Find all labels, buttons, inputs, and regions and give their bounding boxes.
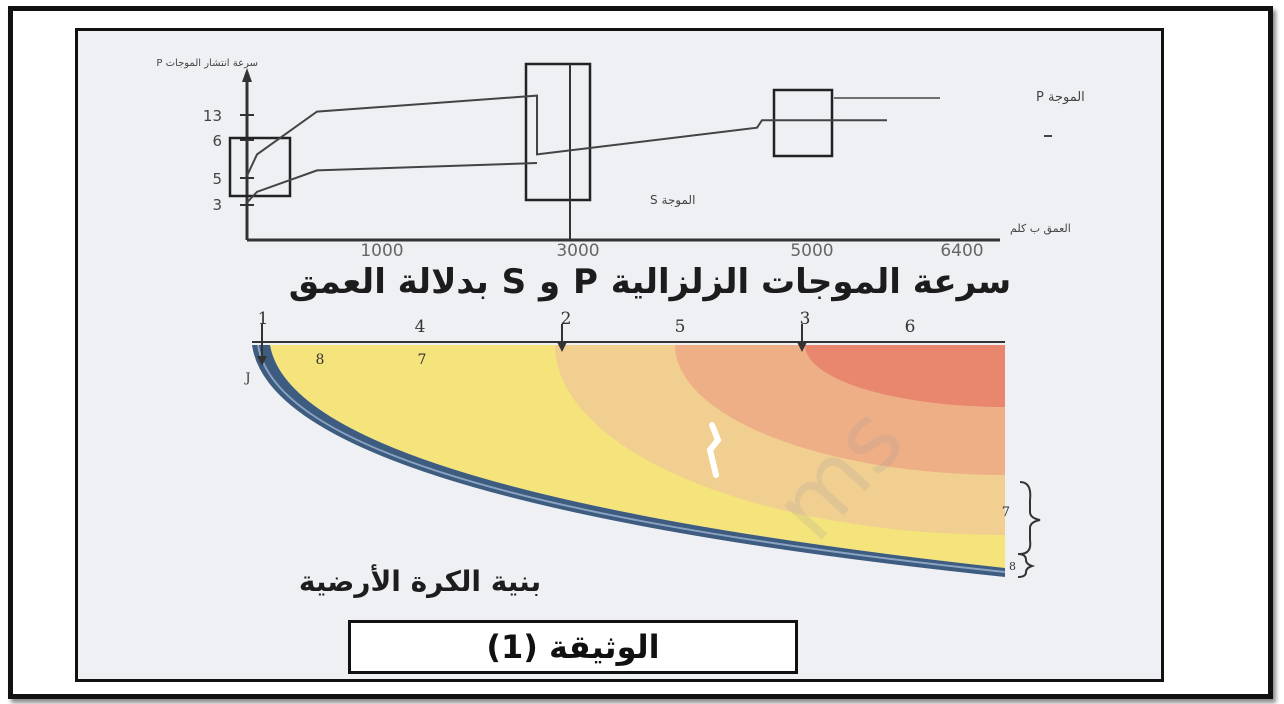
seismic-velocity-chart: 13 6 5 3 1000 3000 5000 6400 سرعة انتشار… (156, 58, 1085, 261)
arrow-3-head-icon (797, 342, 807, 352)
top-label: 6 (905, 317, 916, 337)
y-tick-label: 3 (212, 196, 222, 214)
brace-crust (1017, 553, 1036, 578)
top-label: 1 (258, 309, 269, 329)
x-tick-label: 3000 (556, 241, 599, 261)
layer-label: 8 (316, 352, 325, 368)
brace-label: 8 (1009, 560, 1016, 573)
document-label-box: الوثيقة (1) (348, 620, 798, 674)
y-axis-arrow-icon (242, 68, 252, 82)
series-label-s: الموجة S (650, 193, 695, 208)
zone-box-crust (228, 136, 292, 198)
x-axis-label: العمق ب كلم (1010, 222, 1071, 236)
earth-structure-section: 1 4 2 5 3 6 8 7 J 7 8 (243, 309, 1041, 578)
series-line-p (246, 94, 887, 177)
top-label: 3 (800, 309, 811, 329)
series-line-s (246, 162, 538, 204)
arrow-2-head-icon (557, 342, 567, 352)
crust-highlight (257, 344, 1006, 573)
layer-inner-core (805, 345, 1005, 407)
brace-label: 7 (1002, 505, 1010, 520)
y-tick-label: 6 (212, 132, 222, 150)
x-tick-label: 1000 (360, 241, 403, 261)
zone-box-core-mantle (524, 62, 592, 202)
layer-label: 7 (418, 352, 427, 368)
brace-mantle (1019, 481, 1041, 555)
layer-crust (252, 345, 1005, 577)
y-tick-label: 5 (212, 170, 222, 188)
x-tick-label: 5000 (790, 241, 833, 261)
zone-box-inner-core (772, 88, 834, 158)
top-label: 2 (561, 309, 572, 329)
y-tick-label: 13 (203, 107, 222, 125)
y-axis-label: سرعة انتشار الموجات P (156, 58, 258, 69)
arrow-1-head-icon (257, 356, 267, 366)
top-label: 4 (415, 317, 426, 337)
white-mark (706, 422, 722, 478)
left-label: J (243, 371, 250, 386)
top-label: 5 (675, 317, 686, 337)
chart-title: سرعة الموجات الزلزالية P و S بدلالة العم… (288, 262, 1012, 302)
series-label-p: الموجة P (1036, 90, 1085, 105)
x-tick-label: 6400 (940, 241, 983, 261)
section-caption: بنية الكرة الأرضية (298, 565, 542, 598)
document-label: الوثيقة (1) (486, 628, 660, 666)
